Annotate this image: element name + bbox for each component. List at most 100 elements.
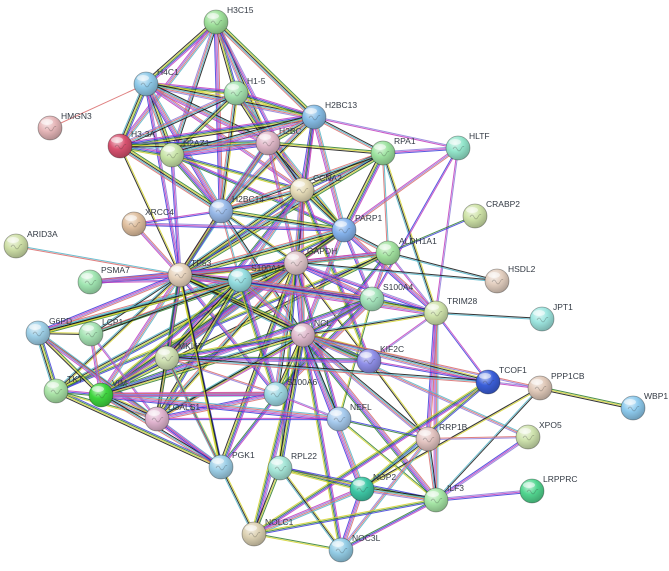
node-noc3l[interactable]: NOC3L xyxy=(328,533,381,563)
node-s100a4[interactable]: S100A4 xyxy=(359,282,414,312)
edge-line xyxy=(181,211,223,277)
edge-line xyxy=(133,209,221,224)
node-hsdl2[interactable]: HSDL2 xyxy=(484,264,536,294)
node-hltf[interactable]: HLTF xyxy=(445,131,490,161)
edge-MKI67-TCOF1 xyxy=(166,356,489,384)
edge-line xyxy=(37,273,180,333)
edge-line xyxy=(253,534,341,552)
node-lrpprc[interactable]: LRPPRC xyxy=(519,474,577,504)
edge-line xyxy=(280,335,305,469)
node-wbp1[interactable]: WBP1 xyxy=(620,391,668,421)
edge-line xyxy=(219,92,236,211)
node-highlight xyxy=(7,237,19,243)
node-highlight xyxy=(92,386,104,392)
node-s100a6[interactable]: S100A6 xyxy=(263,377,318,407)
node-parp1[interactable]: PARP1 xyxy=(331,213,383,243)
edge-line xyxy=(221,93,238,212)
node-h3c15[interactable]: H3C15 xyxy=(203,5,254,35)
edge-line xyxy=(313,117,383,155)
node-h2bc14[interactable]: H2BC14 xyxy=(208,194,264,224)
edge-NCL-XPO5 xyxy=(302,333,529,439)
edge-line xyxy=(167,356,277,394)
node-highlight xyxy=(305,108,317,114)
edge-line xyxy=(100,392,276,395)
edge-line xyxy=(371,147,458,299)
edge-line xyxy=(172,153,345,230)
structure-glyph-icon xyxy=(452,145,465,152)
edge-line xyxy=(100,356,167,395)
node-nefl[interactable]: NEFL xyxy=(326,402,372,432)
node-xpo5[interactable]: XPO5 xyxy=(515,420,562,450)
node-g6pd[interactable]: G6PD xyxy=(25,316,72,346)
edge-line xyxy=(302,335,540,390)
node-h4c1[interactable]: H4C1 xyxy=(133,67,179,97)
edge-line xyxy=(302,189,371,361)
node-highlight xyxy=(294,326,306,332)
node-psma7[interactable]: PSMA7 xyxy=(77,265,130,295)
edge-line xyxy=(166,357,255,535)
edge-line xyxy=(222,118,317,214)
node-h2az1[interactable]: H2AZ1 xyxy=(159,138,210,168)
node-vim[interactable]: VIM xyxy=(88,378,127,408)
node-h2bc[interactable]: H2BC xyxy=(255,126,302,156)
edge-line xyxy=(303,333,529,437)
edge-line xyxy=(178,275,276,396)
edge-line xyxy=(165,278,240,358)
node-aldh1a1[interactable]: ALDH1A1 xyxy=(375,236,437,266)
node-mki67[interactable]: MKI67 xyxy=(154,341,203,371)
node-label: XRCC4 xyxy=(145,207,174,217)
structure-glyph-icon xyxy=(274,465,287,472)
edge-GAPDH-MKI67 xyxy=(165,261,298,360)
edge-line xyxy=(180,190,304,277)
edge-line xyxy=(179,227,344,274)
node-label: PPP1CB xyxy=(551,371,585,381)
node-highlight xyxy=(41,119,53,125)
node-tcof1[interactable]: TCOF1 xyxy=(475,365,527,395)
edge-line xyxy=(119,90,236,145)
node-ncl[interactable]: NCL xyxy=(290,318,331,348)
edge-line xyxy=(235,93,314,119)
node-ilf3[interactable]: ILF3 xyxy=(423,483,464,513)
node-xrcc4[interactable]: XRCC4 xyxy=(121,207,174,237)
node-kif2c[interactable]: KIF2C xyxy=(356,344,404,374)
node-nolc1[interactable]: NOLC1 xyxy=(241,517,294,547)
node-trim28[interactable]: TRIM28 xyxy=(423,296,478,326)
edge-line xyxy=(539,387,634,409)
node-hmgn3[interactable]: HMGN3 xyxy=(37,111,92,141)
node-label: LGALS1 xyxy=(168,402,200,412)
node-rpl22[interactable]: RPL22 xyxy=(267,451,317,481)
node-nop2[interactable]: NOP2 xyxy=(349,472,396,502)
node-tp53[interactable]: TP53 xyxy=(167,258,212,288)
node-ppp1cb[interactable]: PPP1CB xyxy=(527,371,585,401)
node-gapdh[interactable]: GAPDH xyxy=(283,246,337,276)
node-lgals1[interactable]: LGALS1 xyxy=(144,402,200,432)
node-arid3a[interactable]: ARID3A xyxy=(3,229,58,259)
node-h2bc13[interactable]: H2BC13 xyxy=(301,100,357,130)
node-tkt[interactable]: TKT xyxy=(43,374,83,404)
edge-line xyxy=(165,358,254,535)
node-ccna2[interactable]: CCNA2 xyxy=(289,173,342,203)
node-jpt1[interactable]: JPT1 xyxy=(529,302,573,332)
edge-line xyxy=(299,116,313,190)
edge-line xyxy=(387,253,497,283)
node-crabp2[interactable]: CRABP2 xyxy=(462,199,520,229)
node-highlight xyxy=(379,244,391,250)
structure-glyph-icon xyxy=(469,213,482,220)
node-rrp1b[interactable]: RRP1B xyxy=(415,422,468,452)
edge-line xyxy=(301,150,383,189)
edge-line xyxy=(145,84,268,145)
node-highlight xyxy=(271,459,283,465)
edge-line xyxy=(303,189,372,361)
node-h1-5[interactable]: H1-5 xyxy=(223,76,266,106)
node-s100a11[interactable]: S100A11 xyxy=(227,263,286,293)
node-pgk1[interactable]: PGK1 xyxy=(208,450,255,480)
node-label: S100A6 xyxy=(287,377,318,387)
structure-glyph-icon xyxy=(430,310,443,317)
node-lcp1[interactable]: LCP1 xyxy=(78,317,124,347)
node-rpa1[interactable]: RPA1 xyxy=(370,136,416,166)
edge-TRIM28-JPT1 xyxy=(435,311,543,321)
edge-H2BC13-RPA1 xyxy=(313,115,384,155)
structure-glyph-icon xyxy=(234,277,247,284)
node-label: LCP1 xyxy=(102,317,124,327)
node-h3-3a[interactable]: H3-3A xyxy=(107,129,155,159)
